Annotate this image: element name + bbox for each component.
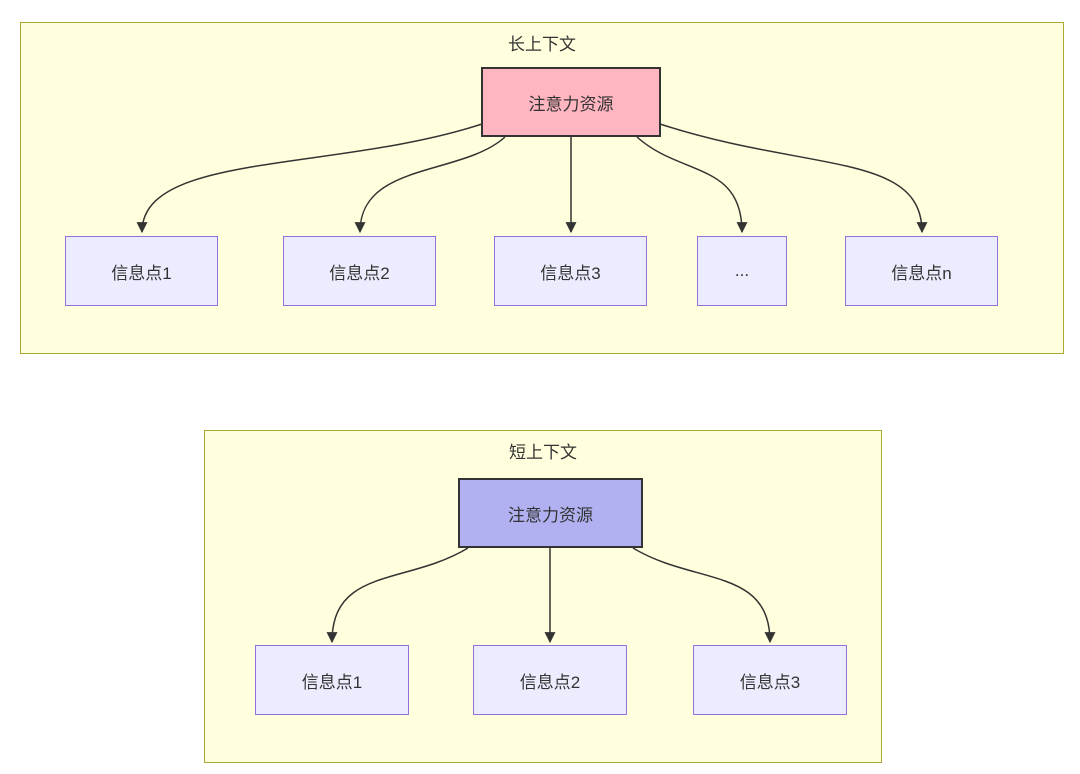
- info-node-long-1: 信息点1: [65, 236, 218, 306]
- info-node-long-2: 信息点2: [283, 236, 436, 306]
- attention-node-long: 注意力资源: [481, 67, 661, 137]
- info-node-long-3: 信息点3: [494, 236, 647, 306]
- info-node-long-n: 信息点n: [845, 236, 998, 306]
- long-context-title: 长上下文: [508, 35, 576, 54]
- info-node-short-3: 信息点3: [693, 645, 847, 715]
- info-node-short-1: 信息点1: [255, 645, 409, 715]
- info-node-long-ellipsis: ...: [697, 236, 787, 306]
- attention-node-short: 注意力资源: [458, 478, 643, 548]
- short-context-title: 短上下文: [509, 443, 577, 462]
- info-node-short-2: 信息点2: [473, 645, 627, 715]
